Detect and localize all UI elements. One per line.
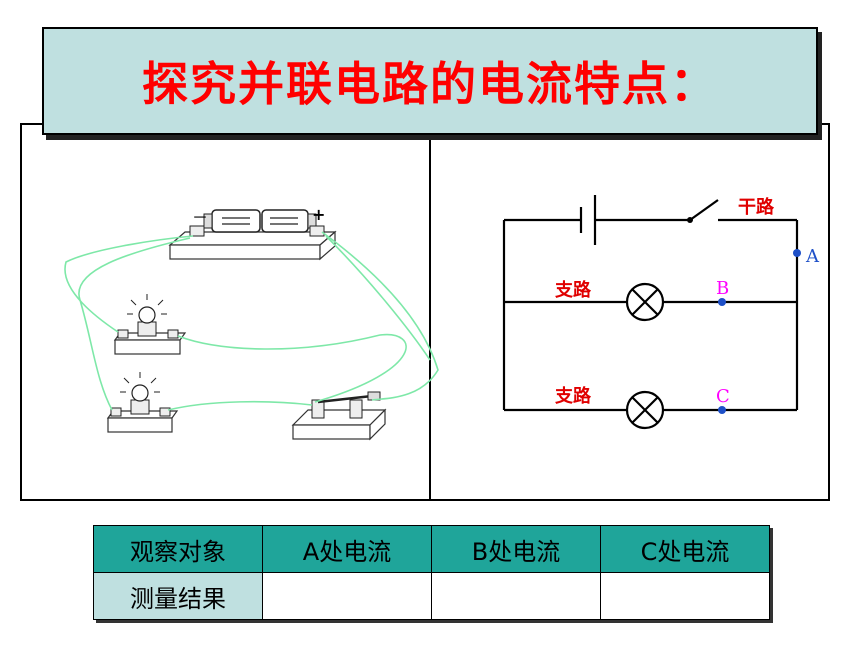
point-c-dot (718, 406, 726, 414)
bulb-1 (113, 294, 187, 355)
measurement-table: 观察对象 A处电流 B处电流 C处电流 测量结果 (93, 525, 770, 620)
table-header-row: 观察对象 A处电流 B处电流 C处电流 (93, 525, 770, 573)
table-row: 测量结果 (93, 572, 770, 620)
point-b-dot (718, 298, 726, 306)
result-cell-b[interactable] (431, 572, 601, 620)
row-label-result: 测量结果 (93, 572, 263, 620)
point-a-label: A (805, 246, 820, 267)
header-cell-b: B处电流 (431, 525, 601, 573)
header-cell-a: A处电流 (262, 525, 432, 573)
main-branch-label: 干路 (738, 196, 775, 218)
battery-plus-sign: + (312, 205, 325, 224)
header-cell-object: 观察对象 (93, 525, 263, 573)
point-c-label: C (716, 386, 730, 407)
point-b-label: B (716, 278, 729, 299)
knife-switch (291, 391, 387, 441)
branch-label-2: 支路 (554, 385, 592, 407)
header-cell-c: C处电流 (600, 525, 770, 573)
result-cell-c[interactable] (600, 572, 770, 620)
page-title: 探究并联电路的电流特点： (142, 57, 718, 111)
battery-board (168, 230, 337, 261)
frame-divider (429, 123, 431, 501)
switch-pivot (687, 217, 693, 223)
result-cell-a[interactable] (262, 572, 432, 620)
title-banner: 探究并联电路的电流特点： (42, 27, 818, 135)
point-a-dot (793, 249, 801, 257)
connection-wires (64, 231, 439, 411)
battery-minus-sign: － (192, 208, 208, 227)
circuit-schematic (502, 195, 799, 430)
bulb-2 (106, 372, 179, 433)
branch-label-1: 支路 (554, 279, 592, 301)
battery-cells (189, 209, 325, 237)
